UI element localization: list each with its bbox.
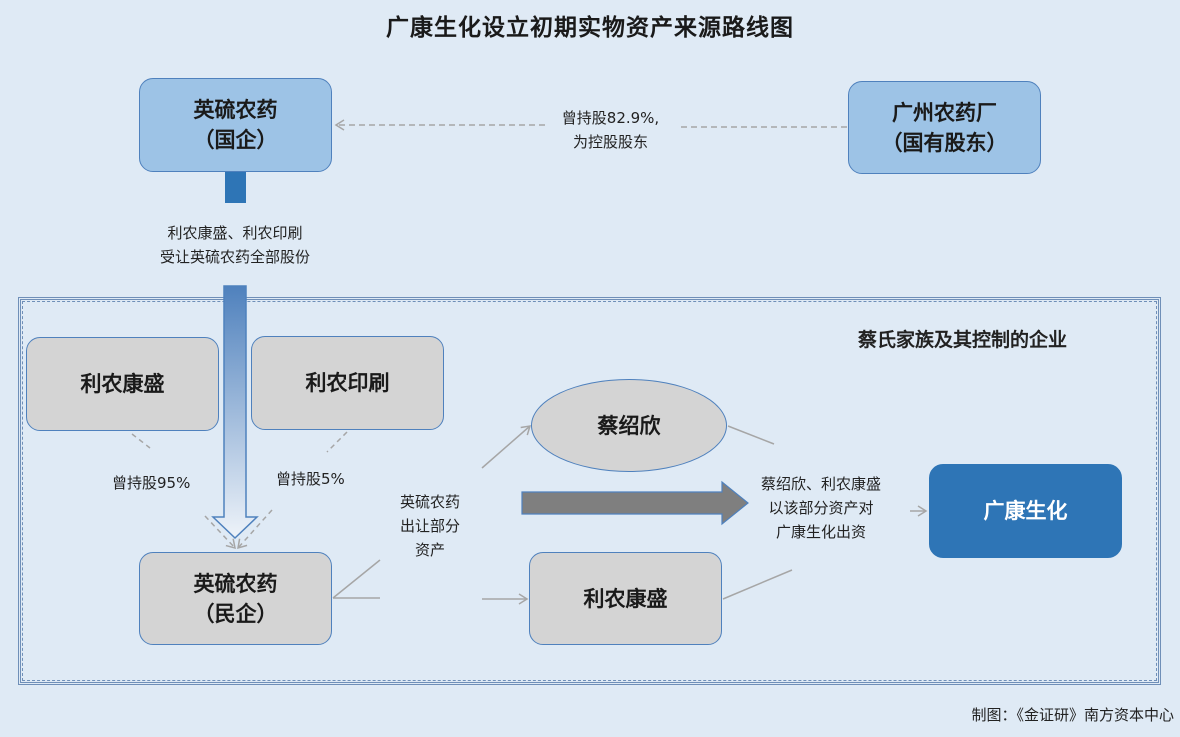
asset-big-arrow [521, 480, 749, 526]
node-linong-kangsheng-bottom-name: 利农康盛 [583, 586, 668, 611]
label-transfer-line1: 利农康盛、利农印刷 [167, 224, 303, 242]
label-transfer-line2: 受让英硫农药全部股份 [159, 248, 310, 266]
stake5-line-top [326, 431, 348, 453]
label-stake-guangzhou: 曾持股82.9%, 为控股股东 [548, 106, 673, 154]
node-guangkang-name: 广康生化 [983, 499, 1068, 523]
arrow-to-cai [481, 425, 532, 469]
node-ying-private-name: 英硫农药 [193, 571, 278, 596]
label-asset-out: 英硫农药 出让部分 资产 [388, 490, 472, 562]
transfer-arrow-stem [225, 172, 246, 203]
group-label: 蔡氏家族及其控制的企业 [858, 329, 1068, 351]
label-invest-line3: 广康生化出资 [775, 523, 866, 541]
node-guangkang: 广康生化 [929, 464, 1122, 558]
label-asset-out-line3: 资产 [414, 541, 445, 559]
node-guangzhou-type: （国有股东） [881, 130, 1008, 155]
stake95-line-bottom [204, 515, 236, 550]
diagram-title: 广康生化设立初期实物资产来源路线图 [386, 15, 794, 41]
label-stake95: 曾持股95% [112, 474, 191, 492]
label-transfer: 利农康盛、利农印刷 受让英硫农药全部股份 [130, 221, 340, 269]
label-invest-line2: 以该部分资产对 [768, 499, 874, 517]
label-stake-guangzhou-line2: 为控股股东 [572, 133, 648, 151]
node-cai-name: 蔡绍欣 [597, 413, 661, 438]
node-linong-print: 利农印刷 [251, 336, 444, 430]
footer-credit: 制图：《金证研》南方资本中心 [971, 706, 1174, 724]
node-ying-state-type: （国企） [193, 128, 278, 152]
stake95-line-top [131, 433, 151, 449]
label-invest-line1: 蔡绍欣、利农康盛 [760, 475, 881, 493]
label-stake5: 曾持股5% [276, 470, 345, 488]
node-linong-kangsheng-top-name: 利农康盛 [80, 372, 165, 396]
node-cai: 蔡绍欣 [531, 379, 727, 472]
group-frame [18, 297, 1161, 685]
cai-to-invest-line [727, 425, 775, 445]
group-frame-inner [22, 301, 1157, 681]
node-linong-kangsheng-bottom: 利农康盛 [529, 552, 722, 645]
label-stake-guangzhou-line1: 曾持股82.9%, [561, 109, 660, 127]
node-ying-private: 英硫农药 （民企） [139, 552, 332, 645]
node-linong-print-name: 利农印刷 [305, 371, 390, 395]
asset-line-lower-left [332, 559, 381, 599]
linong-to-invest-line [722, 569, 793, 600]
node-ying-private-type: （民企） [193, 601, 278, 626]
node-guangzhou-name: 广州农药厂 [892, 100, 997, 125]
label-asset-out-line1: 英硫农药 [399, 493, 460, 511]
transfer-arrow-body [211, 285, 259, 540]
node-linong-kangsheng-top: 利农康盛 [26, 337, 219, 431]
node-guangzhou: 广州农药厂 （国有股东） [848, 81, 1041, 174]
label-invest: 蔡绍欣、利农康盛 以该部分资产对 广康生化出资 [746, 472, 896, 544]
node-ying-state: 英硫农药 （国企） [139, 78, 332, 172]
label-asset-out-line2: 出让部分 [399, 517, 460, 535]
node-ying-state-name: 英硫农药 [193, 98, 278, 122]
